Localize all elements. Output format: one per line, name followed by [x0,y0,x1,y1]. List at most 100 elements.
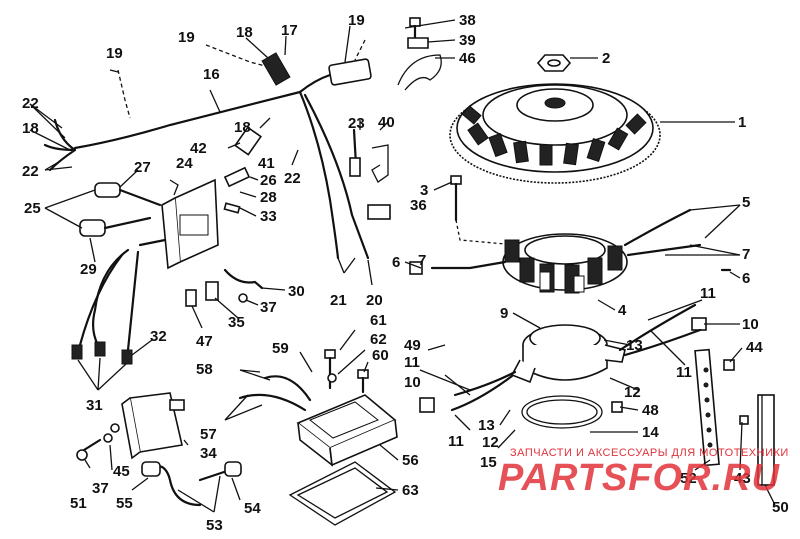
harness-connector [261,52,372,86]
label-13a: 13 [626,337,643,354]
label-18b: 18 [22,120,39,137]
label-32: 32 [150,328,167,345]
label-31: 31 [86,397,103,414]
label-26: 26 [260,172,277,189]
label-27: 27 [134,159,151,176]
label-34: 34 [200,445,217,462]
label-15: 15 [480,454,497,471]
label-11d: 11 [448,433,464,450]
label-17: 17 [281,22,298,39]
label-43: 43 [734,470,751,487]
label-14: 14 [642,424,659,441]
label-7b: 7 [742,246,750,263]
label-51: 51 [70,495,87,512]
label-19c: 19 [106,45,123,62]
label-56: 56 [402,452,419,469]
label-29: 29 [80,261,97,278]
label-23: 23 [348,115,365,132]
label-18a: 18 [236,24,253,41]
label-11a: 11 [700,285,716,302]
label-6a: 6 [392,254,400,271]
label-28: 28 [260,189,277,206]
label-47: 47 [196,333,213,350]
label-33: 33 [260,208,277,225]
leader-lines [29,19,776,513]
label-63: 63 [402,482,419,499]
label-24: 24 [176,155,193,172]
label-19b: 19 [178,29,195,46]
stator-screw [450,175,506,245]
label-11c: 11 [404,354,420,371]
label-45: 45 [113,463,130,480]
label-25: 25 [24,200,41,217]
label-20: 20 [366,292,383,309]
label-1: 1 [738,114,746,131]
label-9: 9 [500,305,508,322]
stator [502,233,628,294]
label-41: 41 [258,155,275,172]
label-4: 4 [618,302,627,319]
label-12b: 12 [482,434,499,451]
cover-50 [757,394,775,486]
part-number-labels: 1 2 3 4 5 6 6 7 7 9 10 10 11 11 11 11 12… [22,12,789,534]
label-58: 58 [196,361,213,378]
fuse-holder [349,128,391,220]
flywheel-nut [536,54,572,72]
label-39: 39 [459,32,476,49]
label-52: 52 [680,470,697,487]
label-11b: 11 [676,364,692,381]
label-57: 57 [200,426,217,443]
label-48: 48 [642,402,659,419]
label-16: 16 [203,66,220,83]
watermark: ЗАПЧАСТИ И АКСЕССУАРЫ ДЛЯ МОТОТЕХНИКИ PA… [498,447,789,499]
gasket [288,461,397,526]
label-36: 36 [410,197,427,214]
label-22b: 22 [22,163,39,180]
label-3: 3 [420,182,428,199]
label-61: 61 [370,312,387,329]
label-22a: 22 [22,95,39,112]
label-49: 49 [404,337,421,354]
small-brackets [185,166,264,307]
flywheel [449,83,661,184]
watermark-caption: ЗАПЧАСТИ И АКСЕССУАРЫ ДЛЯ МОТОТЕХНИКИ [510,447,789,459]
label-37a: 37 [260,299,277,316]
label-35: 35 [228,314,245,331]
label-2: 2 [602,50,610,67]
label-55: 55 [116,495,133,512]
label-7a: 7 [418,252,426,269]
label-37b: 37 [92,480,109,497]
label-12a: 12 [624,384,641,401]
screw-51 [76,423,120,461]
label-10a: 10 [742,316,759,333]
label-38: 38 [459,12,476,29]
label-59: 59 [272,340,289,357]
label-44: 44 [746,339,763,356]
label-19a: 19 [348,12,365,29]
bracket-39 [397,17,442,91]
watermark-logo: PARTSFOR.RU [498,457,780,499]
retaining-ring [521,395,603,429]
clip-40 [371,144,389,183]
rectifier-module [238,375,398,467]
ignition-module-34 [121,392,185,460]
label-21: 21 [330,292,347,309]
wiring-harness [43,39,370,260]
spark-plug-caps [141,461,242,507]
label-18c: 18 [234,119,251,136]
ignition-coil-leads [71,182,167,365]
label-42: 42 [190,140,207,157]
label-46: 46 [459,50,476,67]
power-pack [161,178,219,270]
timer-base [510,324,626,384]
label-22c: 22 [284,170,301,187]
label-10b: 10 [404,374,421,391]
label-13b: 13 [478,417,495,434]
label-62: 62 [370,331,387,348]
label-54: 54 [244,500,261,517]
bolts-60-62 [324,349,369,394]
label-53: 53 [206,517,223,534]
bracket-52 [694,348,720,467]
